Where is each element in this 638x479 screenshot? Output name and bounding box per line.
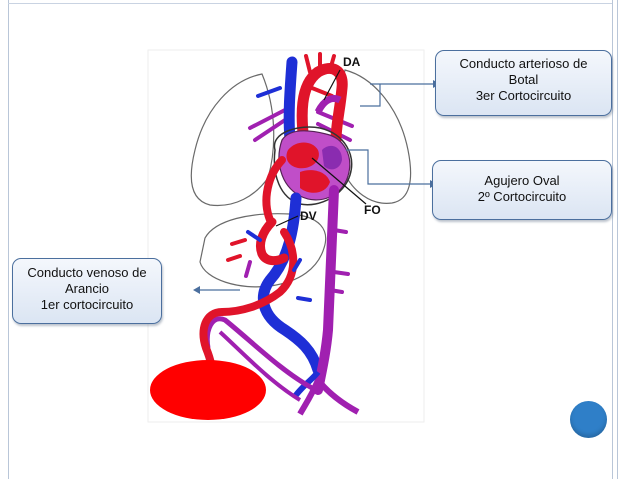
superior-vena-cava: [283, 56, 298, 146]
callout-ductus-venosus-line3: 1er cortocircuito: [40, 297, 134, 312]
callout-ductus-arteriosus: Conducto arterioso de Botal 3er Cortocir…: [435, 50, 612, 116]
umbilical-artery-b: [218, 330, 302, 402]
heart: [278, 130, 351, 201]
liver-outline: [199, 213, 327, 288]
pointer-dv: [275, 215, 299, 227]
callout-foramen-ovale-line1: Agujero Oval: [484, 173, 560, 188]
callout-foramen-ovale-line2: 2º Cortocircuito: [477, 189, 567, 204]
ductus-venosus: [255, 217, 289, 266]
descending-aorta: [313, 185, 339, 395]
iliac-right: [315, 378, 360, 415]
slide-frame-top-line: [8, 3, 613, 4]
label-fo: FO: [364, 203, 381, 217]
label-da: DA: [343, 55, 361, 69]
callout-foramen-ovale: Agujero Oval 2º Cortocircuito: [432, 160, 612, 220]
label-dv: DV: [300, 209, 317, 223]
slide-frame-left-line: [8, 0, 9, 479]
umbilical-vein: [262, 156, 286, 224]
left-lung-outline: [190, 73, 275, 207]
umbilical-artery-a: [204, 316, 314, 391]
pointer-da: [323, 69, 341, 101]
callout-ductus-venosus-line2: Arancio: [64, 281, 110, 296]
slide-nav-dot[interactable]: [570, 401, 607, 438]
slide-frame-right-line: [612, 0, 613, 479]
callout-ductus-arteriosus-line2: Botal: [508, 72, 539, 87]
callout-ductus-venosus-line1: Conducto venoso de: [27, 265, 147, 280]
callout-ductus-arteriosus-line1: Conducto arterioso de: [459, 56, 588, 71]
iliac-left: [297, 378, 321, 416]
callout-ductus-venosus: Conducto venoso de Arancio 1er cortocirc…: [12, 258, 162, 324]
pointer-fo: [311, 157, 367, 205]
umbilical-vein-lower: [199, 228, 298, 382]
slide-frame-right-line-outer: [617, 0, 618, 479]
foramen-ovale-ring: [273, 126, 353, 206]
vessel-stubs: [296, 228, 350, 302]
ductus-arteriosus: [314, 95, 342, 114]
callout-ductus-arteriosus-line3: 3er Cortocircuito: [475, 88, 572, 103]
callout-connectors: [200, 83, 433, 291]
portal-branches: [226, 230, 302, 278]
placenta: [150, 360, 266, 420]
arch-vessels: [304, 52, 336, 74]
